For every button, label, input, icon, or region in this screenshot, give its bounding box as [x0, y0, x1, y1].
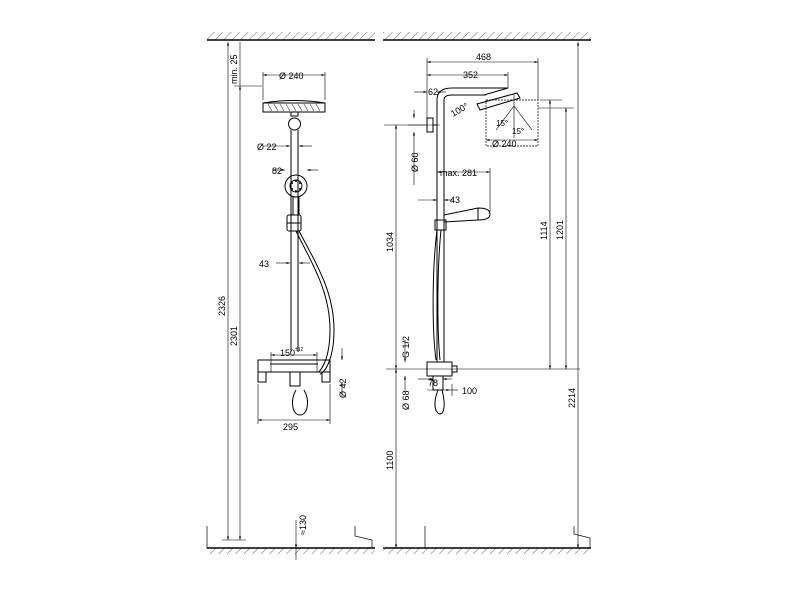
- label-swivel-angle: 100°: [449, 101, 470, 119]
- label-handshower-width: 82: [272, 166, 282, 176]
- label-head-height-2: 1201: [555, 220, 565, 240]
- label-hose-max: max. 281: [440, 168, 477, 178]
- front-view: Ø 240 min. 25 Ø 22 82 43 2326 2301 150 ±…: [217, 42, 348, 560]
- label-head-height-1: 1114: [539, 221, 549, 240]
- label-rail-height: 2301: [229, 326, 239, 346]
- side-dimension-lines: [384, 42, 580, 548]
- label-mixer-depth: 78: [428, 378, 438, 388]
- label-side-total-height: 2214: [567, 388, 577, 408]
- label-rail-diameter: Ø 60: [410, 152, 420, 172]
- label-overall-projection: 468: [476, 52, 491, 62]
- label-mixer-centres: 150: [280, 348, 295, 358]
- thermostat-mixer: [257, 359, 331, 387]
- label-holder-offset: 43: [259, 259, 269, 269]
- label-mixer-height: 1100: [385, 451, 395, 470]
- label-floor-gap: ≈130: [298, 515, 308, 535]
- shower-arm: [436, 87, 509, 101]
- label-outlet-diameter: Ø 68: [401, 390, 411, 410]
- label-connection-thread: G 1/2: [401, 336, 411, 358]
- side-dimension-labels: 468 352 62 100° 15° 15° Ø 240 Ø 60 max. …: [385, 52, 577, 470]
- dimension-labels: Ø 240 min. 25 Ø 22 82 43 2326 2301 150 ±…: [217, 54, 348, 535]
- side-overhead-shower: [476, 92, 539, 147]
- label-tilt-left: 15°: [496, 119, 508, 128]
- label-wall-offset: 62: [428, 87, 438, 97]
- label-mixer-centres-tol: ±12: [295, 347, 304, 353]
- label-arm-projection: 352: [463, 70, 478, 80]
- overhead-shower: [262, 100, 326, 131]
- side-hose: [432, 229, 445, 415]
- label-rail-length: 1034: [385, 232, 395, 252]
- dimension-lines: [222, 42, 344, 560]
- slider-holder: [286, 214, 302, 232]
- floor: [206, 526, 591, 554]
- hand-shower: [284, 174, 308, 216]
- label-tilt-right: 15°: [512, 127, 524, 136]
- label-ceiling-min: min. 25: [229, 54, 239, 84]
- label-mixer-projection: 100: [462, 386, 477, 396]
- riser-rail: [290, 130, 299, 352]
- label-side-holder-offset: 43: [450, 195, 460, 205]
- label-total-height: 2326: [217, 296, 227, 316]
- shower-hose: [292, 230, 335, 416]
- label-arm-diameter: Ø 22: [257, 142, 277, 152]
- label-side-head-diameter: Ø 240: [492, 139, 517, 149]
- side-hand-shower: [434, 207, 491, 231]
- label-mixer-diameter: Ø 42: [338, 378, 348, 398]
- side-view: 468 352 62 100° 15° 15° Ø 240 Ø 60 max. …: [384, 42, 580, 548]
- label-mixer-width: 295: [283, 422, 298, 432]
- label-head-diameter: Ø 240: [279, 71, 304, 81]
- ceiling: [207, 32, 591, 41]
